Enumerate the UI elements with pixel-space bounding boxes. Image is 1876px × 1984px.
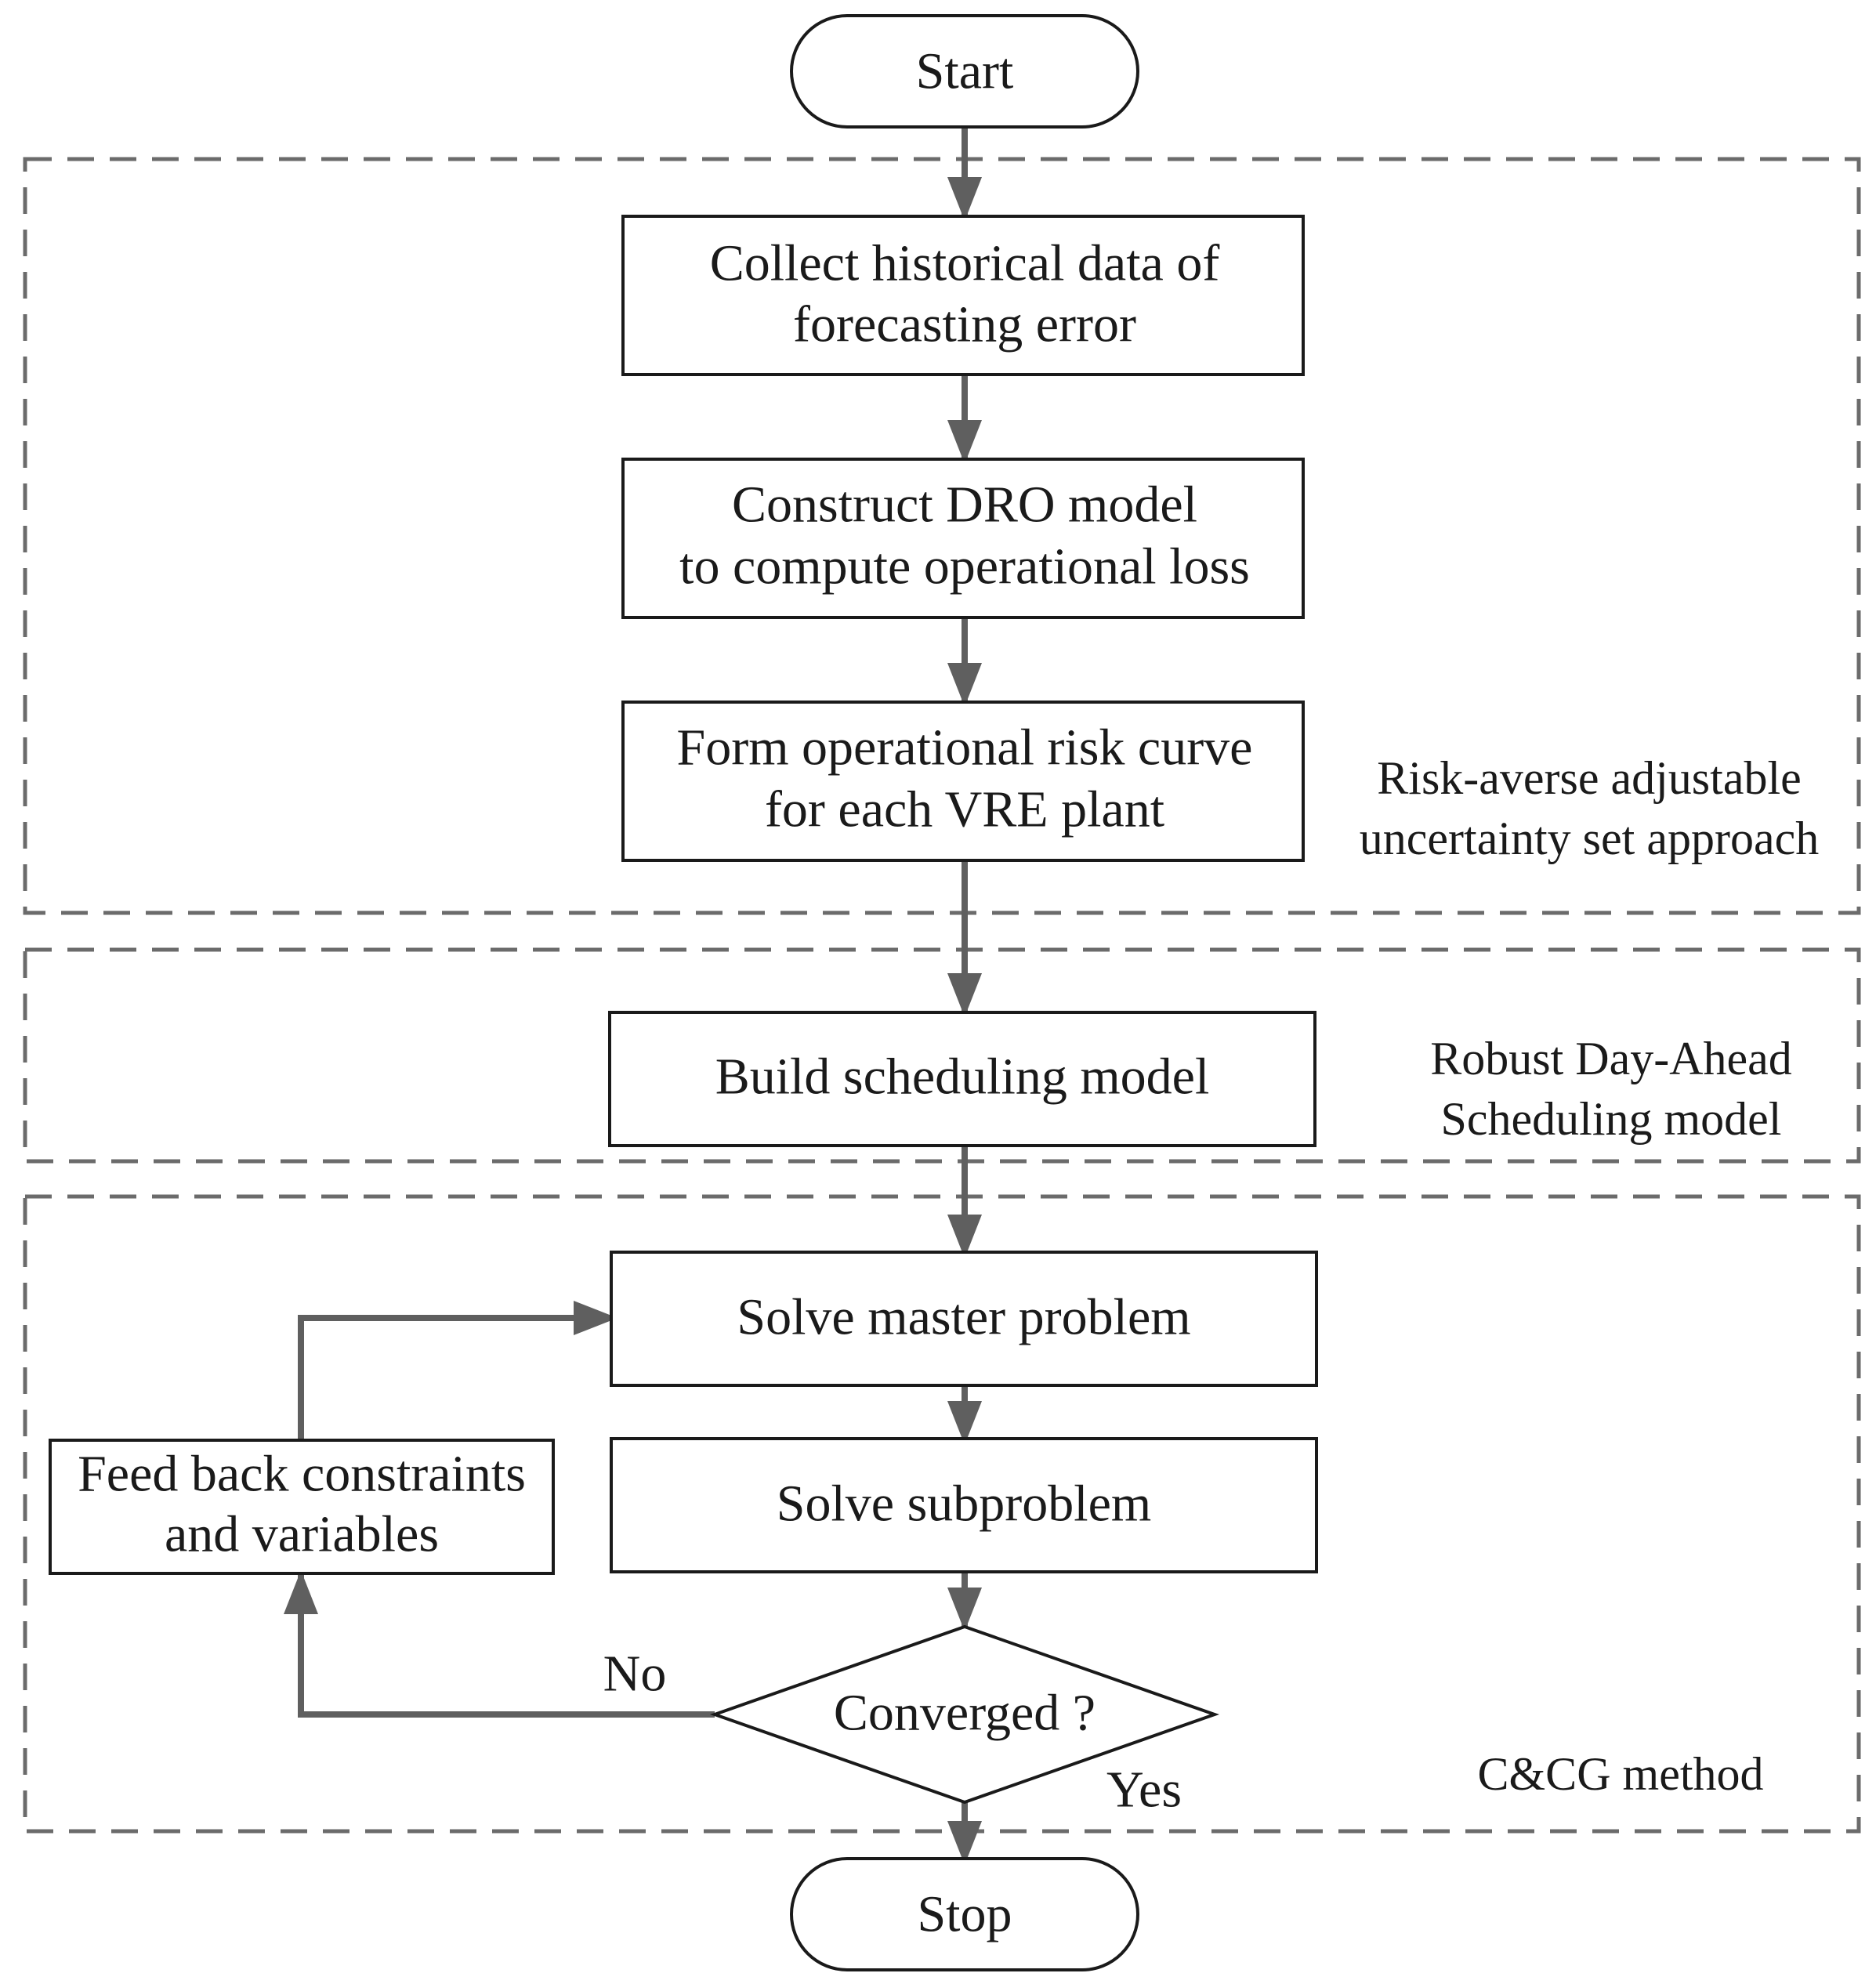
branch-no-label: No (603, 1645, 667, 1703)
step-feedback-label-line-1: Feed back constraints (78, 1446, 526, 1503)
start-terminal: Start (790, 14, 1139, 129)
group-label-ccg: C&CG method (1477, 1748, 1763, 1800)
step-collect-box (621, 215, 1305, 376)
arrow-feedback-to-master (298, 1301, 617, 1440)
step-collect-label-line-1: Collect historical data of (710, 235, 1220, 292)
decision-diamond (709, 1624, 1220, 1805)
step-construct-dro-model: Construct DRO model to compute operation… (621, 458, 1305, 619)
step-form-label-line-2: for each VRE plant (765, 781, 1164, 838)
step-solve-subproblem: Solve subproblem (610, 1437, 1318, 1573)
group-label-risk-line-1: Risk-averse adjustable (1377, 752, 1802, 804)
group-frame-ccg (23, 1194, 1861, 1834)
connectors (284, 125, 982, 1865)
step-form-label-line-1: Form operational risk curve (677, 719, 1253, 777)
step-construct-box (621, 458, 1305, 619)
step-feedback-box (49, 1439, 555, 1575)
step-construct-label-line-1: Construct DRO model (732, 476, 1197, 534)
stop-label: Stop (917, 1886, 1012, 1943)
group-label-robust-line-1: Robust Day-Ahead (1430, 1033, 1792, 1084)
decision-converged: Converged ? (709, 1624, 1220, 1805)
step-solve-master-problem: Solve master problem (610, 1251, 1318, 1387)
stop-terminal: Stop (790, 1857, 1139, 1971)
step-sub-label: Solve subproblem (777, 1475, 1151, 1533)
step-build-scheduling-model: Build scheduling model (608, 1011, 1316, 1147)
step-form-risk-curve: Form operational risk curve for each VRE… (621, 701, 1305, 862)
step-build-label: Build scheduling model (715, 1048, 1210, 1106)
step-master-label: Solve master problem (737, 1289, 1190, 1346)
branch-yes-label: Yes (1106, 1761, 1182, 1819)
start-label: Start (916, 43, 1014, 100)
step-master-box (610, 1251, 1318, 1387)
step-construct-label-line-2: to compute operational loss (679, 538, 1250, 596)
step-collect-historical-data: Collect historical data of forecasting e… (621, 215, 1305, 376)
group-frame-risk-averse (23, 157, 1861, 915)
group-label-risk-line-2: uncertainty set approach (1360, 813, 1819, 864)
step-form-box (621, 701, 1305, 862)
group-frame-robust-scheduling (23, 947, 1861, 1164)
step-feed-back: Feed back constraints and variables (49, 1439, 555, 1575)
arrow-no-to-feedback (284, 1570, 715, 1718)
step-collect-label-line-2: forecasting error (793, 296, 1136, 353)
decision-label: Converged ? (834, 1685, 1096, 1742)
step-feedback-label-line-2: and variables (165, 1506, 439, 1563)
step-sub-box (610, 1437, 1318, 1573)
start-shape (790, 14, 1139, 129)
step-build-box (608, 1011, 1316, 1147)
stop-shape (790, 1857, 1139, 1971)
group-label-robust-line-2: Scheduling model (1441, 1093, 1782, 1145)
